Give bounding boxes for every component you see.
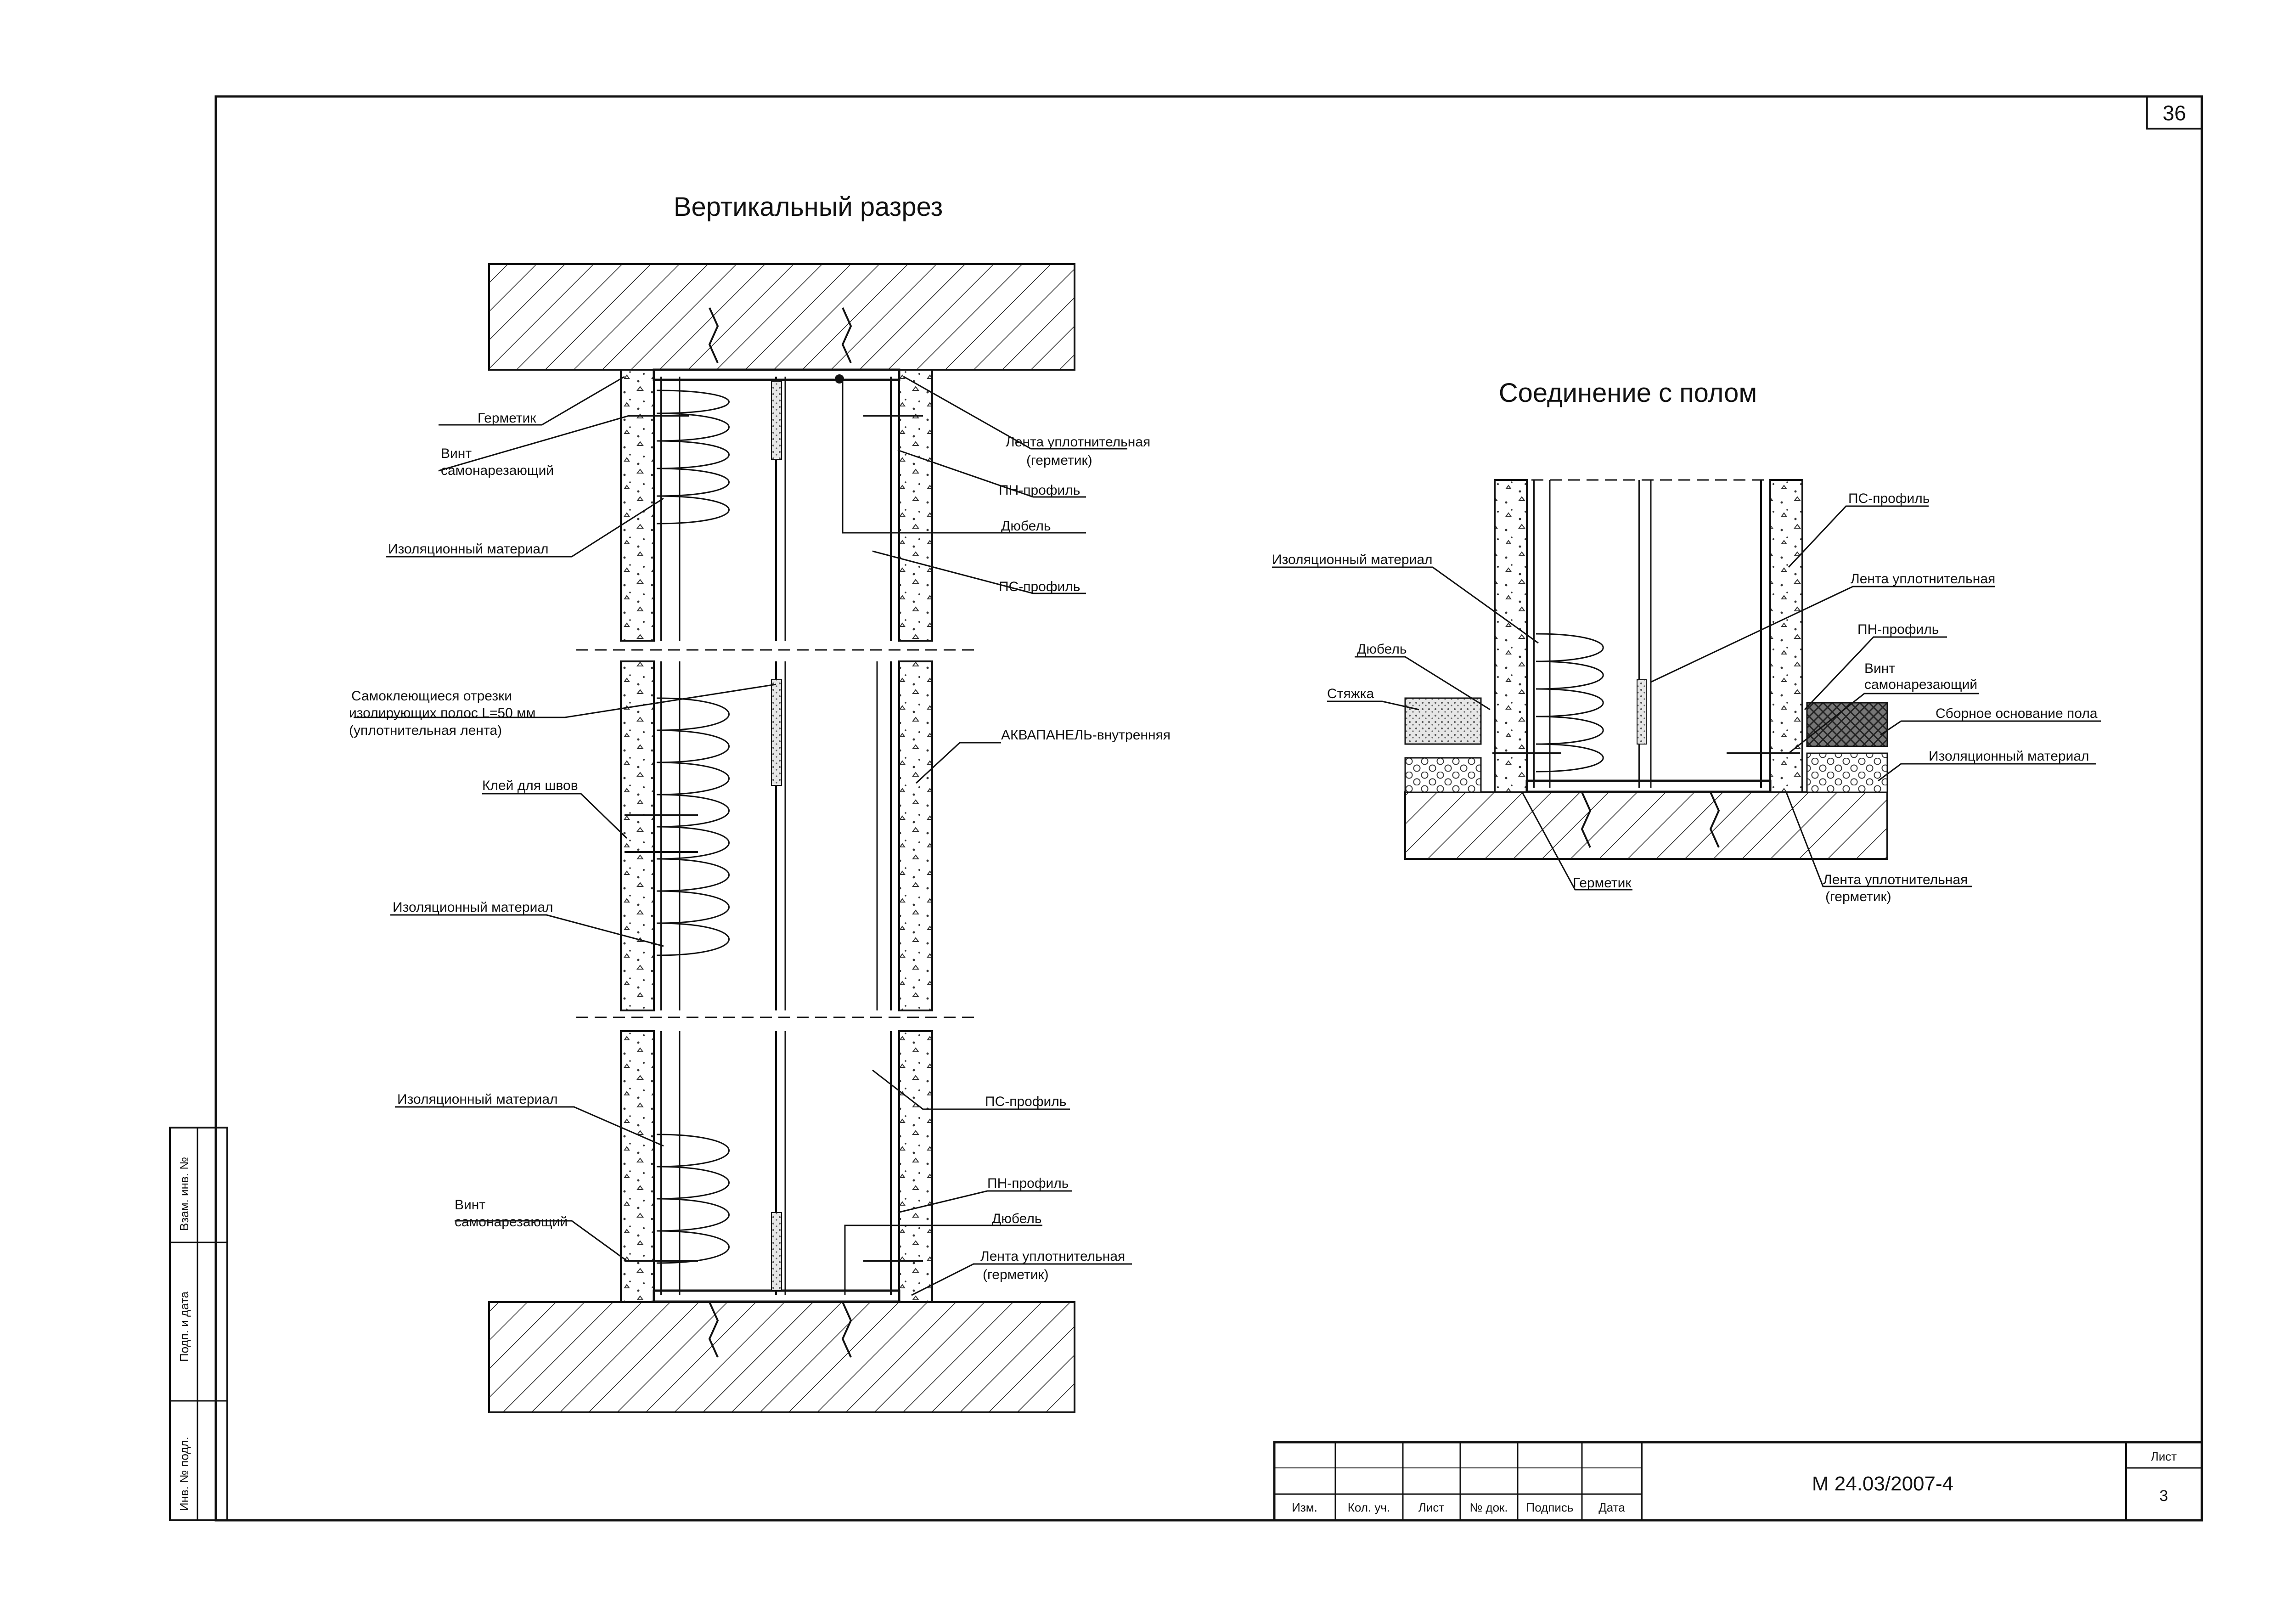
tb-col-data: Дата <box>1598 1501 1625 1514</box>
vs-label-lenta-bot-1: Лента уплотнительная <box>980 1249 1125 1264</box>
floor-joint-labels: Изоляционный материал Дюбель Стяжка Герм… <box>1272 491 2098 904</box>
sheet-frame <box>214 95 2203 1522</box>
vs-label-lenta-1: Лента уплотнительная <box>1006 434 1150 450</box>
vertical-section-labels: Герметик Винт самонарезающий Изоляционны… <box>349 411 1171 1282</box>
vs-label-dubel-bot: Дюбель <box>992 1211 1042 1226</box>
vs-label-germetik: Герметик <box>478 411 536 426</box>
vs-label-insulation-top: Изоляционный материал <box>388 542 549 557</box>
fj-label-vint-1: Винт <box>1864 661 1895 676</box>
wall-segment-top <box>620 307 933 642</box>
vs-label-insulation-mid: Изоляционный материал <box>393 900 553 915</box>
sheet-number-box: 36 <box>2146 96 2203 130</box>
fj-label-germetik: Герметик <box>1573 875 1632 891</box>
ceiling-slab <box>488 263 1075 371</box>
title-block: Изм. Кол. уч. Лист № док. Подпись Дата М… <box>1273 1441 2203 1522</box>
screed-left <box>1404 697 1482 745</box>
vertical-section-leaders <box>354 376 1132 1296</box>
insulation-right-floor <box>1806 752 1888 793</box>
tb-col-izm: Изм. <box>1292 1501 1317 1514</box>
side-stamp: Взам. инв. № Подп. и дата Инв. № подл. <box>169 1127 228 1521</box>
fj-label-lenta: Лента уплотнительная <box>1851 571 1995 587</box>
vs-label-vint-1: Винт <box>441 446 472 461</box>
wall-panel-right <box>1769 479 1803 793</box>
title-vertical-section: Вертикальный разрез <box>674 192 943 222</box>
tb-sheet-label: Лист <box>2151 1450 2177 1463</box>
vs-label-dubel: Дюбель <box>1001 519 1051 534</box>
vs-label-strips-3: (уплотнительная лента) <box>349 723 502 738</box>
fj-label-ps-profile: ПС-профиль <box>1848 491 1930 506</box>
stamp-inv: Инв. № подл. <box>177 1437 191 1511</box>
fj-label-vint-2: самонарезающий <box>1864 677 1977 692</box>
vs-label-vint-bot-2: самонарезающий <box>455 1214 568 1230</box>
vertical-section-drawing <box>488 263 1075 1413</box>
fj-label-lenta-bot-1: Лента уплотнительная <box>1823 872 1968 887</box>
wall-panel-left <box>1494 479 1528 793</box>
vs-label-lenta-bot-2: (герметик) <box>983 1267 1049 1282</box>
vs-label-pn-profile: ПН-профиль <box>999 483 1080 498</box>
tb-col-kol: Кол. уч. <box>1348 1501 1390 1514</box>
floor-base-slab <box>1404 791 1888 860</box>
tb-sheet-value: 3 <box>2160 1487 2168 1505</box>
fj-label-floor-base: Сборное основание пола <box>1936 706 2098 721</box>
fj-label-lenta-bot-2: (герметик) <box>1825 889 1891 904</box>
vs-label-aquapanel: АКВАПАНЕЛЬ-внутренняя <box>1001 728 1171 743</box>
wall-segment-bottom <box>620 1030 933 1358</box>
title-floor-joint: Соединение с полом <box>1499 378 1757 408</box>
vs-label-vint-bot-1: Винт <box>455 1197 485 1213</box>
vs-label-insulation-bot: Изоляционный материал <box>397 1092 558 1107</box>
stamp-vzam: Взам. инв. № <box>177 1157 191 1231</box>
tb-col-podpis: Подпись <box>1526 1501 1574 1514</box>
tb-col-list: Лист <box>1418 1501 1445 1514</box>
vs-label-vint-2: самонарезающий <box>441 463 554 478</box>
vs-label-strips-2: изолирующих полос L=50 мм <box>349 705 535 721</box>
vs-label-glue: Клей для швов <box>482 778 578 793</box>
wall-segment-middle <box>620 660 933 1011</box>
floor-board-right <box>1806 702 1888 747</box>
vs-label-ps-profile-bot: ПС-профиль <box>985 1094 1066 1109</box>
vs-label-strips-1: Самоклеющиеся отрезки <box>351 688 512 704</box>
vs-label-pn-profile-bot: ПН-профиль <box>987 1176 1069 1191</box>
floor-joint-drawing <box>1404 479 1888 860</box>
vs-label-ps-profile: ПС-профиль <box>999 579 1080 594</box>
fj-label-styazhka: Стяжка <box>1327 686 1374 701</box>
fj-label-dubel: Дюбель <box>1357 642 1407 657</box>
vs-label-lenta-2: (герметик) <box>1026 453 1092 468</box>
floor-slab <box>488 1301 1075 1413</box>
insulation-left-floor <box>1404 757 1482 793</box>
tb-col-ndok: № док. <box>1469 1501 1508 1514</box>
floor-joint-leaders <box>1272 505 2101 891</box>
fj-label-pn-profile: ПН-профиль <box>1857 622 1939 637</box>
stamp-podp: Подп. и дата <box>177 1291 191 1362</box>
document-code: М 24.03/2007-4 <box>1812 1473 1953 1495</box>
sheet-number-top: 36 <box>2162 101 2186 125</box>
fj-label-insulation-right: Изоляционный материал <box>1929 749 2089 764</box>
fj-label-insulation-left: Изоляционный материал <box>1272 552 1433 567</box>
